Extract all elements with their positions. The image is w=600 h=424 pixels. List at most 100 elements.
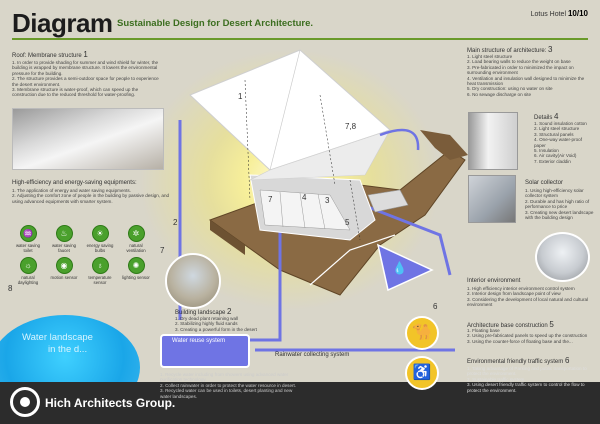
details-heading: Details 4 bbox=[534, 112, 558, 121]
diagram-tag-4: 4 bbox=[302, 193, 307, 202]
toilet-icon: ♒ bbox=[19, 225, 37, 242]
diagram-tag-78: 7,8 bbox=[345, 122, 357, 131]
diagram-tag-5: 5 bbox=[345, 218, 350, 227]
structure-heading: Main structure of architecture: 3 bbox=[467, 45, 553, 54]
diagram-tag-2: 2 bbox=[173, 218, 178, 227]
solar-heading: Solar collector bbox=[525, 180, 564, 186]
solar-item: 3. Creating new desert landscape with th… bbox=[525, 209, 594, 221]
fan-icon-item: ✲ natural ventilation bbox=[120, 225, 152, 253]
roof-num: 1 bbox=[83, 50, 88, 59]
rain-triangle bbox=[376, 243, 434, 292]
light-icon: ✺ bbox=[127, 257, 145, 274]
motion-icon: ◉ bbox=[55, 257, 73, 274]
water-landscape-line1: Water landscape bbox=[22, 332, 93, 343]
terrain-line bbox=[309, 234, 396, 286]
interior-text: 1. High efficiency interior environment … bbox=[467, 286, 592, 308]
page-number: 10/10 bbox=[567, 9, 588, 18]
terrain-edge bbox=[210, 220, 245, 255]
landscape-text: 1. Dry dead plant retaining wall 2. Stab… bbox=[175, 316, 295, 332]
bulb-icon-item: ☀ energy saving bulbs bbox=[84, 225, 116, 253]
details-item: 4. One-way water-proof paper bbox=[534, 137, 582, 148]
base-item: 2. Using pre-fabricated panels to speed … bbox=[467, 333, 588, 339]
icon-label: energy saving bulbs bbox=[86, 243, 114, 253]
roof-item: 2. The structure provides a semi-outdoor… bbox=[12, 76, 159, 87]
structure-num: 3 bbox=[548, 45, 553, 54]
raindrop-icon: 💧 bbox=[392, 261, 407, 275]
traffic-heading: Environmental friendly traffic system 6 bbox=[467, 356, 569, 365]
solar-item: 1. Using high-efficiency solar collector… bbox=[525, 188, 584, 199]
structure-text: 1. Light steel structure 2. Load bearing… bbox=[467, 54, 592, 97]
details-item: 6. Air cavity(Air Void) bbox=[534, 153, 577, 159]
icon-label: motion sensor bbox=[50, 275, 78, 280]
base-icon-num: 6 bbox=[433, 302, 438, 311]
structure-item: 5. Dry construction: using no water on s… bbox=[467, 86, 553, 92]
energy-text: 1. The application of energy and water s… bbox=[12, 188, 170, 204]
landscape-item: 3. Creating a powerful form in the deser… bbox=[175, 326, 257, 332]
diagram-tag-7: 7 bbox=[268, 195, 273, 204]
solar-text: 1. Using high-efficiency solar collector… bbox=[525, 188, 595, 220]
brand-name: Hich Architects Group. bbox=[45, 396, 176, 410]
page-title: Diagram bbox=[12, 8, 113, 38]
water-reuse-label: Water reuse system bbox=[172, 338, 226, 344]
details-item: 5. Insulation bbox=[534, 148, 559, 154]
water-reuse-tank bbox=[160, 334, 250, 368]
airflow-arrow bbox=[379, 128, 420, 151]
traffic-heading-text: Environmental friendly traffic system bbox=[467, 359, 564, 365]
landscape-item: 1. Dry dead plant retaining wall bbox=[175, 316, 239, 321]
energy-heading: High-efficiency and energy-saving equipm… bbox=[12, 180, 137, 186]
solar-panel bbox=[367, 189, 409, 213]
structure-item: 3. Pre-fabricated in order to minimized … bbox=[467, 64, 574, 76]
diagram-tag-3: 3 bbox=[325, 196, 330, 205]
energy-item: 2. Adjusting the comfort zone of people … bbox=[12, 193, 170, 204]
details-item: 3. Structural panels bbox=[534, 131, 574, 137]
roof-item: 1. In order to provide shading for summe… bbox=[12, 60, 159, 76]
thermometer-icon-item: ♁ temperature sensor bbox=[84, 257, 116, 285]
solar-collector-photo bbox=[468, 175, 516, 223]
roof-underside bbox=[249, 129, 391, 181]
brand-logo-icon bbox=[10, 387, 40, 417]
interior-item: 1. High efficiency interior environment … bbox=[467, 286, 575, 291]
water-text: 1. Recycle water including from showers … bbox=[160, 372, 300, 399]
camel-icon: 🐪 bbox=[405, 316, 439, 350]
landscape-heading-text: Building landscape bbox=[175, 310, 226, 316]
base-text: 1. Floating base 2. Using pre-fabricated… bbox=[467, 328, 592, 344]
sun-icon: ☼ bbox=[19, 257, 37, 274]
structure-item: 6. No sewage discharge on site bbox=[467, 91, 532, 97]
energy-item: 1. The application of energy and water s… bbox=[12, 188, 131, 193]
thermometer-icon: ♁ bbox=[91, 257, 109, 274]
details-item: 1. Sound insulation cotton bbox=[534, 121, 587, 126]
landscape-num: 2 bbox=[227, 307, 232, 316]
base-item: 3. Using the counter-force of floating b… bbox=[467, 338, 573, 344]
header-divider bbox=[12, 38, 588, 40]
icon-label: natural ventilation bbox=[126, 243, 146, 253]
terrain-ridge bbox=[420, 130, 468, 160]
toilet-icon-item: ♒ water saving toilet bbox=[12, 225, 44, 253]
seat-icon: ♿ bbox=[405, 356, 439, 390]
roof-text: 1. In order to provide shading for summe… bbox=[12, 60, 162, 98]
interior-photo bbox=[535, 232, 590, 282]
water-item: 3. Recycled water can be used in toilets… bbox=[160, 388, 293, 399]
details-item: 2. Light steel structure bbox=[534, 126, 580, 132]
structure-heading-text: Main structure of architecture: bbox=[467, 48, 547, 54]
base-item: 1. Floating base bbox=[467, 328, 500, 333]
base-num: 5 bbox=[549, 320, 554, 329]
pipe-right bbox=[349, 198, 452, 276]
roof-heading-text: Roof: Membrane structure bbox=[12, 53, 82, 59]
icon-label: temperature sensor bbox=[88, 275, 112, 285]
details-num: 4 bbox=[554, 112, 559, 121]
details-item: 7. Exterior claddin bbox=[534, 158, 571, 164]
fan-icon: ✲ bbox=[127, 225, 145, 242]
icon-label: water saving toilet bbox=[15, 243, 41, 253]
page-subtitle: Sustainable Design for Desert Architectu… bbox=[117, 18, 314, 29]
water-item: 1. Recycle water including from showers … bbox=[160, 372, 289, 383]
icon-label: water saving faucet bbox=[51, 243, 77, 253]
interior-item: 2. Interior design from landscape point … bbox=[467, 291, 561, 297]
roof-heading: Roof: Membrane structure 1 bbox=[12, 50, 88, 59]
bulb-icon: ☀ bbox=[91, 225, 109, 242]
membrane-photo bbox=[12, 108, 164, 170]
water-item: 2. Collect rainwater in order to protect… bbox=[160, 382, 297, 388]
energy-num-right: 7 bbox=[160, 246, 165, 255]
landscape-photo bbox=[165, 253, 221, 309]
footer-bar bbox=[0, 382, 600, 424]
